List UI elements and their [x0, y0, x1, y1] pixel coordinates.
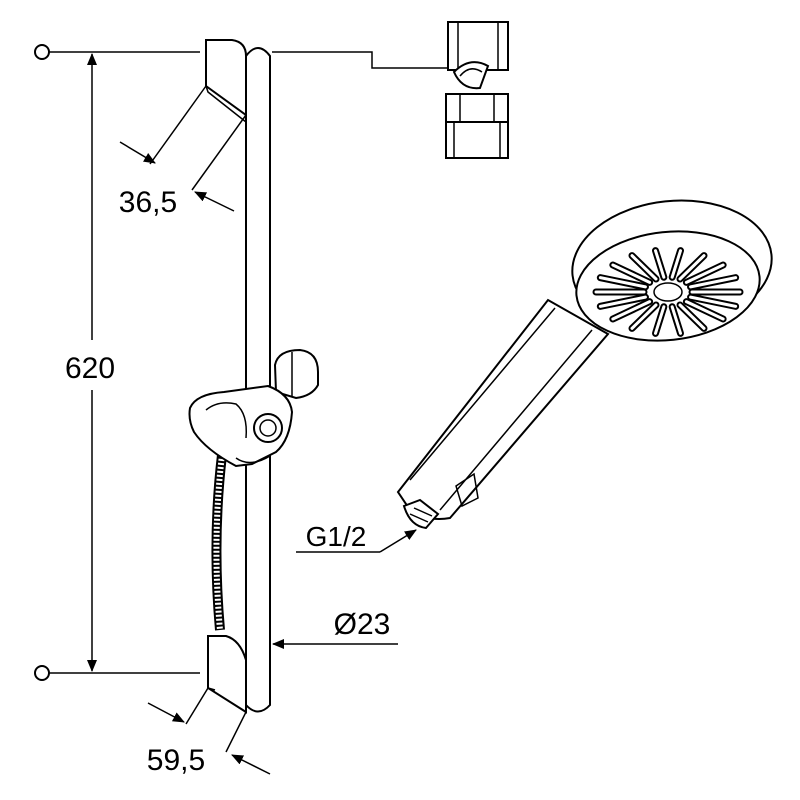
spray-slot-inner: [598, 295, 647, 308]
dimension-label-thread: G1/2: [306, 521, 367, 552]
spray-slot-inner: [684, 263, 725, 284]
center-nozzle: [653, 282, 683, 302]
slide-bar: [245, 47, 271, 713]
extension-line-right: [225, 711, 247, 753]
spray-slot-inner: [653, 249, 666, 279]
hand-shower-handle: [396, 298, 610, 520]
dimension-diameter-23: Ø23: [272, 608, 398, 649]
connector-detail: [272, 21, 509, 159]
extension-line-right: [191, 114, 247, 191]
detail-leader-line: [272, 51, 452, 69]
reference-point-bottom: [34, 665, 50, 681]
dimension-36-5: 36,5: [119, 85, 247, 219]
reference-point-top: [34, 44, 50, 60]
sliding-holder: [188, 348, 319, 468]
dimension-620: 620: [34, 44, 200, 681]
dimension-thread-g1-2: G1/2: [296, 521, 417, 553]
hand-shower: [396, 199, 773, 530]
spray-slot-inner: [678, 303, 706, 330]
dimension-label-620: 620: [65, 352, 115, 385]
spray-slot-inner: [684, 300, 725, 321]
spray-slot-inner: [611, 300, 652, 321]
spray-slot-inner: [598, 276, 647, 289]
dimension-arrow-right: [194, 191, 235, 212]
spray-nozzles: [592, 247, 744, 337]
spray-slot-inner: [689, 295, 738, 308]
shower-hose: [211, 454, 227, 631]
spray-slot-inner: [670, 249, 683, 279]
extension-line-left: [149, 85, 207, 165]
spray-slot-inner: [611, 263, 652, 284]
dimension-label-36-5: 36,5: [119, 186, 177, 219]
extension-line-left: [185, 687, 209, 725]
spray-slot-inner: [630, 303, 658, 330]
dimension-59-5: 59,5: [147, 687, 271, 777]
spray-slot-inner: [689, 276, 738, 289]
spray-slot-inner: [630, 254, 658, 281]
dimension-label-diameter-23: Ø23: [334, 608, 391, 641]
spray-slot-inner: [670, 305, 683, 335]
dimension-label-59-5: 59,5: [147, 744, 205, 777]
spray-slot-inner: [653, 305, 666, 335]
dimension-arrow-right: [231, 754, 271, 775]
dimension-arrow: [379, 529, 417, 553]
top-wall-bracket: [205, 39, 247, 123]
dimension-arrow-left: [147, 702, 185, 723]
spray-slot-inner: [678, 254, 706, 281]
bottom-wall-bracket: [207, 635, 247, 714]
thread-nipple: [402, 498, 440, 530]
dimension-arrow-left: [119, 141, 156, 164]
